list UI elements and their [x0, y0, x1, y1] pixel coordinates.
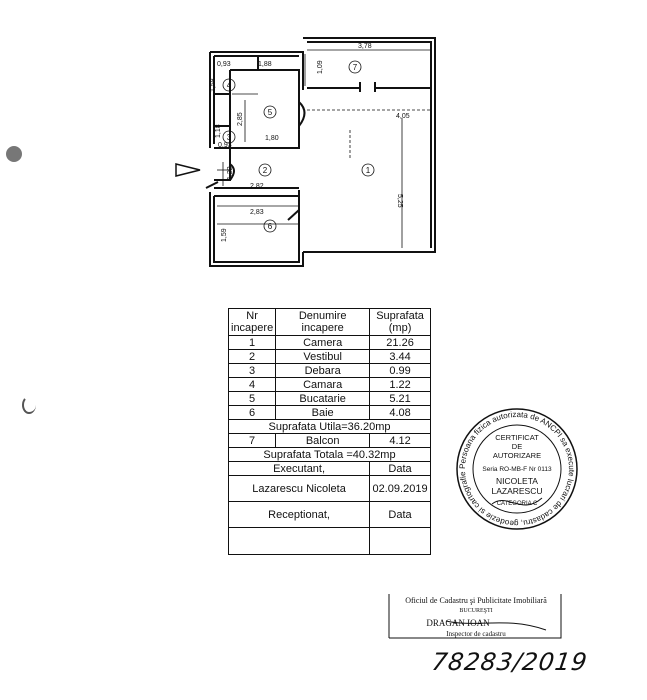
- punch-hole: [6, 146, 22, 162]
- cell-name: Balcon: [275, 433, 371, 448]
- area-table: Nr incapere Denumire incapere Suprafata …: [227, 308, 431, 555]
- executant-name: Lazarescu Nicoleta: [227, 475, 371, 502]
- cell-name: Bucatarie: [275, 391, 371, 406]
- header-name: Denumire incapere: [275, 308, 371, 336]
- executant-row: Lazarescu Nicoleta 02.09.2019: [227, 475, 431, 502]
- receptionat-empty-row: [227, 527, 431, 555]
- dim-text: 3,78: [358, 43, 372, 50]
- cell-nr: 1: [227, 335, 277, 350]
- cell-area: 3.44: [369, 349, 431, 364]
- cell-area: 21.26: [369, 335, 431, 350]
- room-number: 6: [268, 222, 273, 231]
- room-number: 3: [227, 133, 232, 142]
- cell-name: Camara: [275, 377, 371, 392]
- stamp-inspector-role: Inspector de cadastru: [446, 630, 506, 638]
- room-number: 2: [263, 166, 268, 175]
- executant-label: Executant,: [227, 461, 371, 476]
- room-number: 5: [268, 108, 273, 117]
- dim-text: 4,05: [396, 113, 410, 120]
- dim-text: 2,83: [250, 209, 264, 216]
- dim-text: 1,88: [258, 61, 272, 68]
- handwritten-number: 78283/2019: [430, 648, 590, 676]
- cell-nr: 4: [227, 377, 277, 392]
- dim-text: 1,59: [221, 228, 228, 242]
- table-row: 6 Baie 4.08: [227, 405, 431, 420]
- seal-title: DE: [512, 442, 522, 451]
- seal-title: AUTORIZARE: [493, 451, 541, 460]
- floor-plan: 3,78 0,93 1,88 1,58 1,09 2,85 4,05 1,18 …: [175, 37, 436, 267]
- dim-text: 1,58: [210, 78, 217, 92]
- dim-text: 5,25: [396, 194, 403, 208]
- dim-text: 1,18: [215, 124, 222, 138]
- cell-area: 5.21: [369, 391, 431, 406]
- executant-date: 02.09.2019: [369, 475, 431, 502]
- stamp-office: Oficiul de Cadastru şi Publicitate Imobi…: [405, 596, 547, 605]
- seal-series: Seria RO-MB-F Nr 0113: [482, 466, 552, 473]
- data-label: Data: [369, 461, 431, 476]
- cell-area: 4.08: [369, 405, 431, 420]
- table-row: 7 Balcon 4.12: [227, 433, 431, 448]
- room-number: 4: [227, 81, 232, 90]
- receptionat-date-label: Data: [369, 501, 431, 528]
- dim-text: 1,09: [317, 60, 324, 74]
- cell-nr: 2: [227, 349, 277, 364]
- receptionat-header-row: Receptionat, Data: [227, 501, 431, 528]
- table-row: 4 Camara 1.22: [227, 377, 431, 392]
- dim-text: 1,80: [265, 135, 279, 142]
- cell-nr: 5: [227, 391, 277, 406]
- cell-nr: 7: [227, 433, 277, 448]
- header-nr: Nr incapere: [227, 308, 277, 336]
- cell-area: 1.22: [369, 377, 431, 392]
- cell-name: Vestibul: [275, 349, 371, 364]
- seal-name: LAZARESCU: [491, 486, 542, 496]
- cadastre-stamp: Oficiul de Cadastru şi Publicitate Imobi…: [388, 594, 562, 639]
- seal-name: NICOLETA: [496, 476, 538, 486]
- cell-area: 4.12: [369, 433, 431, 448]
- dim-text: 0,93: [217, 61, 231, 68]
- table-row: 3 Debara 0.99: [227, 363, 431, 378]
- punch-hole-arc: [22, 396, 36, 414]
- stamp-city: BUCUREŞTI: [459, 608, 492, 614]
- room-number: 1: [366, 166, 371, 175]
- dim-text: 0,93: [218, 142, 232, 149]
- cell-name: Baie: [275, 405, 371, 420]
- grand-total: Suprafata Totala =40.32mp: [228, 447, 431, 462]
- cell-nr: 6: [227, 405, 277, 420]
- table-row: 5 Bucatarie 5.21: [227, 391, 431, 406]
- cell-area: 0.99: [369, 363, 431, 378]
- executant-header-row: Executant, Data: [227, 461, 431, 476]
- util-total-row: Suprafata Utila=36.20mp: [228, 419, 431, 434]
- header-area: Suprafata (mp): [369, 308, 431, 336]
- authorization-seal: Persoana fizica autorizata de ANCPI sa e…: [456, 408, 578, 530]
- receptionat-label: Receptionat,: [227, 501, 371, 528]
- seal-title: CERTIFICAT: [495, 433, 539, 442]
- table-row: 1 Camera 21.26: [227, 335, 431, 350]
- dim-text: 1,22: [227, 166, 234, 180]
- room-number: 7: [353, 63, 358, 72]
- cell-name: Debara: [275, 363, 371, 378]
- dim-text: 2,85: [237, 112, 244, 126]
- table-row: 2 Vestibul 3.44: [227, 349, 431, 364]
- dim-text: 2,82: [250, 183, 264, 190]
- cell-name: Camera: [275, 335, 371, 350]
- grand-total-row: Suprafata Totala =40.32mp: [228, 447, 431, 462]
- util-total: Suprafata Utila=36.20mp: [228, 419, 431, 434]
- cell-nr: 3: [227, 363, 277, 378]
